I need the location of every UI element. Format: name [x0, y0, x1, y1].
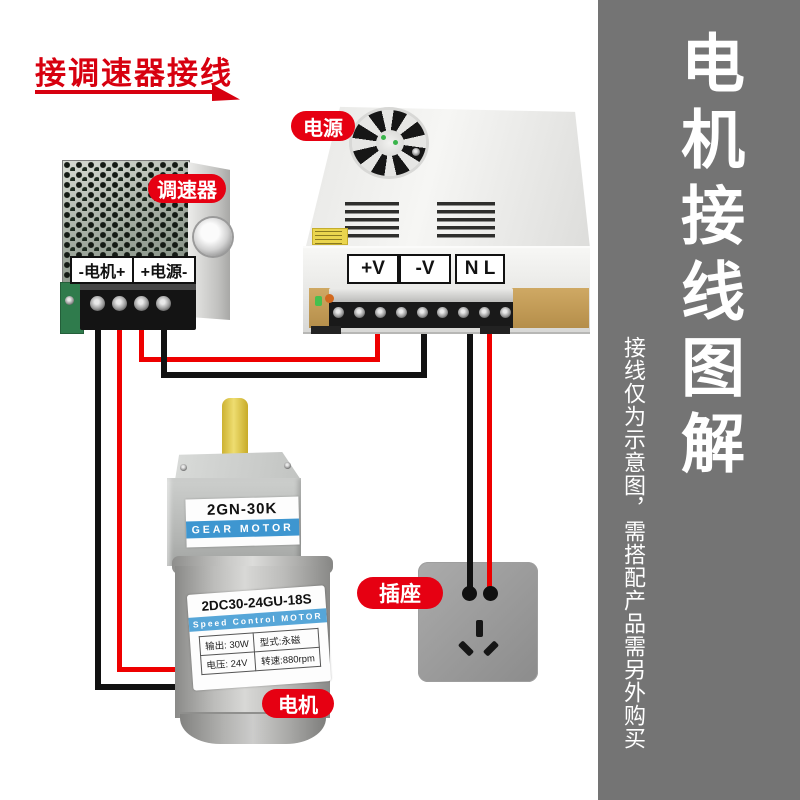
gearbox-model: 2GN-30K	[206, 500, 278, 519]
gearbox-label: 2GN-30K GEAR MOTOR	[185, 496, 300, 548]
controller-terminal-strip	[80, 280, 196, 290]
callout-power-supply: 电源	[291, 111, 355, 141]
sidebar-panel	[598, 0, 800, 800]
terminal-screw	[479, 307, 491, 318]
wire-motor-red-vertical	[117, 318, 122, 672]
terminal-screw	[90, 296, 105, 311]
terminal-screw	[374, 307, 386, 318]
psu-vent-right	[437, 202, 495, 240]
wire-motor-black-vertical	[95, 318, 101, 690]
psu-sticker	[312, 228, 348, 245]
wire-psu-red-drop	[139, 318, 144, 362]
page-title: 接调速器接线	[35, 56, 233, 91]
sidebar-note: 接线仅为示意图，需搭配产品需另外购买	[621, 336, 646, 750]
terminal-screw	[437, 307, 449, 318]
callout-motor: 电机	[262, 689, 334, 718]
wire-socket-red	[487, 305, 492, 595]
controller-terminal-label-power: +电源-	[132, 256, 196, 284]
terminal-screw	[134, 296, 149, 311]
wire-psu-black-horizontal	[161, 372, 427, 378]
terminal-screw	[353, 307, 365, 318]
sidebar-title: 电机接线图解	[672, 30, 744, 486]
psu-fan-hub	[376, 130, 404, 156]
wire-psu-red-horizontal	[139, 357, 380, 362]
wire-motor-black-horizontal	[95, 684, 181, 690]
motor-spec-table: 输出: 30W 型式:永磁 电压: 24V 转速:880rpm	[198, 628, 321, 675]
psu-power-led	[315, 296, 322, 306]
callout-socket: 插座	[357, 577, 443, 609]
wire-psu-black-drop	[161, 318, 167, 378]
controller-speed-knob	[194, 218, 232, 256]
callout-controller: 调速器	[148, 174, 226, 203]
psu-terminal-label-positive: +V	[347, 254, 399, 284]
pcb-screw	[65, 296, 74, 305]
fan-dot	[381, 135, 386, 140]
motor-label: 2DC30-24GU-18S Speed Control MOTOR 输出: 3…	[186, 585, 332, 691]
terminal-screw	[395, 307, 407, 318]
gearbox-top-face	[175, 452, 301, 480]
terminal-screw	[416, 307, 428, 318]
psu-case-screw	[412, 148, 420, 156]
psu-foot	[311, 326, 341, 334]
wire-motor-red-horizontal	[117, 667, 183, 672]
psu-foot	[480, 326, 510, 334]
psu-trim-pot	[325, 294, 334, 303]
psu-screw-row	[333, 307, 511, 319]
psu-terminal-label-ac: N L	[455, 254, 505, 284]
gearbox-screw	[284, 462, 291, 469]
gearbox-screw	[180, 464, 187, 471]
socket-earth-slot	[476, 620, 483, 637]
spec-speed: 转速:880rpm	[254, 647, 321, 671]
controller-terminal-label-motor: -电机+	[70, 256, 134, 284]
terminal-screw	[333, 307, 344, 318]
socket-hole-right	[483, 586, 498, 601]
wire-psu-black-riser	[421, 305, 427, 378]
psu-terminal-cover	[329, 288, 513, 304]
terminal-screw	[500, 307, 511, 318]
spec-voltage: 电压: 24V	[200, 651, 257, 675]
fan-dot	[393, 140, 398, 145]
terminal-screw	[156, 296, 171, 311]
gearbox-name-bar: GEAR MOTOR	[185, 518, 300, 539]
title-underline	[35, 90, 217, 94]
psu-terminal-label-negative: -V	[399, 254, 451, 284]
terminal-screw	[458, 307, 470, 318]
terminal-screw	[112, 296, 127, 311]
wire-socket-black	[467, 305, 473, 595]
psu-vent-left	[345, 202, 399, 240]
socket-hole-left	[462, 586, 477, 601]
